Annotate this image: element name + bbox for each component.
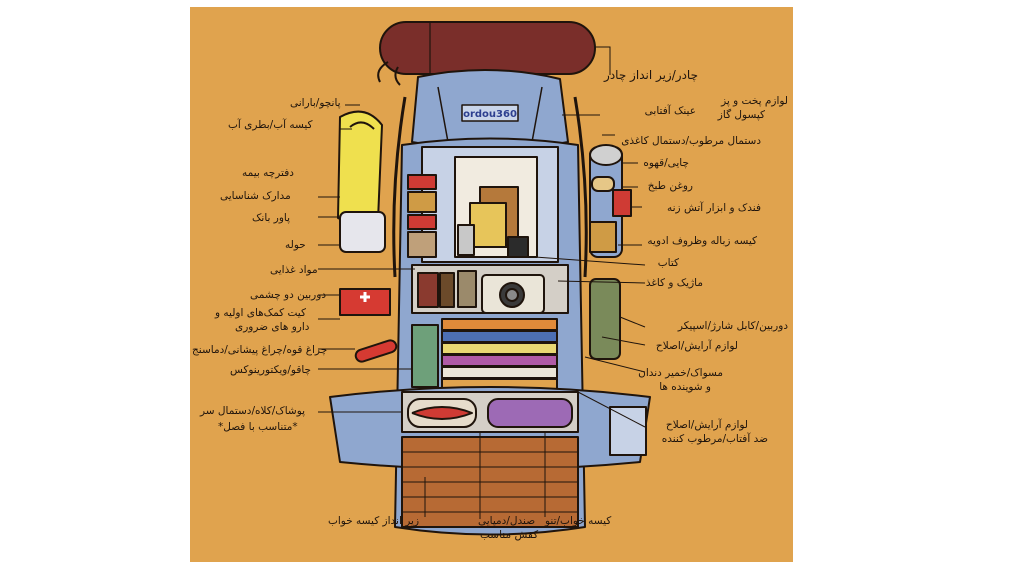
label-toiletry: لوازم آرایش/اصلاح <box>655 340 738 352</box>
label-tissue: دستمال مرطوب/دستمال کاغذی <box>621 135 761 147</box>
label-sandal-2: کفش مناسب <box>480 529 539 541</box>
backpack-illustration: ordou360 <box>318 21 651 536</box>
label-sunscreen-2: ضد آفتاب/مرطوب کننده <box>661 433 768 445</box>
poncho-item <box>337 110 383 225</box>
label-water: کیسه آب/بطری آب <box>228 119 313 131</box>
clothes-stack <box>441 318 558 390</box>
label-poncho: پانچو/بارانی <box>290 97 341 109</box>
label-trash-bag: کیسه زباله وظروف ادویه <box>647 235 757 247</box>
label-toothbrush-1: مسواک/خمیر دندان <box>638 367 723 379</box>
label-sunglasses: عینک آفتابی <box>644 105 696 117</box>
label-camera: دوربین/کابل شارژ/اسپیکر <box>677 320 788 332</box>
label-towel: حوله <box>285 239 306 251</box>
label-sleeping-bag: کیسه خواب/تنو <box>545 515 612 527</box>
label-cookware: لوازم پخت و پز <box>721 95 788 107</box>
label-pen: ماژیک و کاغذ <box>645 277 703 289</box>
label-insurance: دفترچه بیمه <box>242 167 294 179</box>
label-clothes-1: پوشاک/کلاه/دستمال سر <box>200 405 306 417</box>
label-mat: زیر انداز کیسه خواب <box>328 515 420 527</box>
label-lighter: فندک و ابزار آتش زنه <box>667 202 761 214</box>
label-sandal-1: صندل/دمپایی <box>478 515 536 527</box>
label-food: مواد غذایی <box>270 264 318 276</box>
label-binocular: دوربین دو چشمی <box>250 289 327 301</box>
illustration-canvas: ordou360 چادر/زیر انداز چادر لوازم پخت و… <box>190 7 793 562</box>
label-knife: چاقو/ویکتورینوکس <box>230 364 312 376</box>
water-bottle-item <box>339 211 386 253</box>
label-id: مدارک شناسایی <box>220 190 291 202</box>
label-gas: کپسول گاز <box>717 109 765 121</box>
label-firstaid-2: دارو های ضروری <box>235 321 310 333</box>
label-flashlight: چراغ قوه/چراغ پیشانی/دماسنج <box>192 344 328 356</box>
label-tea: چایی/قهوه <box>643 157 689 169</box>
label-firstaid-1: کیت کمک‌های اولیه و <box>215 307 306 319</box>
flashlight-item <box>354 339 398 363</box>
brand-badge <box>461 104 519 122</box>
sleeping-bag-item <box>487 398 573 428</box>
label-tent: چادر/زیر انداز چادر <box>604 68 698 82</box>
label-book: کتاب <box>657 257 679 269</box>
label-sunscreen-1: لوازم آرایش/اصلاح <box>665 419 748 431</box>
label-oil: روغن طبخ <box>647 180 693 192</box>
label-clothes-2: *متناسب با فصل* <box>218 421 298 433</box>
brand-text: ordou360 <box>463 109 517 120</box>
label-powerbank: پاور بانک <box>252 212 291 224</box>
sleeping-pad-roll <box>377 21 596 86</box>
label-toothbrush-2: و شوینده ها <box>659 381 711 393</box>
